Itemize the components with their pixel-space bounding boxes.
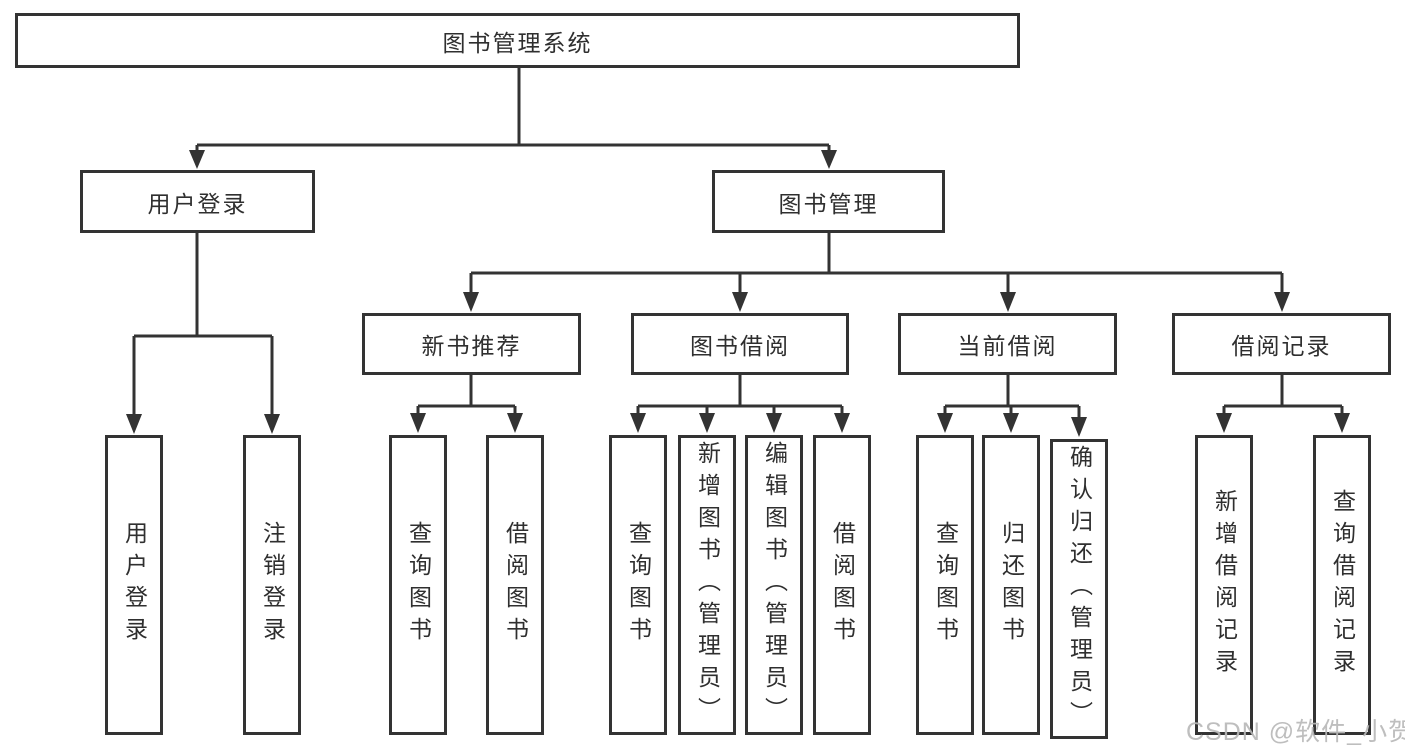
node-leaf-confirm-return-admin: 确认归还（管理员）	[1050, 439, 1108, 739]
arrow-down-icon	[1334, 413, 1350, 433]
node-library-management-system: 图书管理系统	[15, 13, 1020, 68]
arrow-down-icon	[507, 413, 523, 433]
arrow-down-icon	[1003, 413, 1019, 433]
leaf-label: 注销登录	[259, 521, 286, 649]
leaf-label: 查询图书	[932, 521, 959, 649]
node-leaf-logout: 注销登录	[243, 435, 301, 735]
node-book-borrowing: 图书借阅	[631, 313, 849, 375]
node-leaf-query-books-current: 查询图书	[916, 435, 974, 735]
node-leaf-return-books: 归还图书	[982, 435, 1040, 735]
arrow-down-icon	[732, 292, 748, 312]
arrow-down-icon	[699, 413, 715, 433]
leaf-label: 查询借阅记录	[1329, 489, 1356, 681]
leaf-label: 查询图书	[405, 521, 432, 649]
leaf-label: 查询图书	[625, 521, 652, 649]
connector-book-borrowing-to-leaves	[630, 375, 850, 433]
leaf-label: 确认归还（管理员）	[1066, 445, 1093, 733]
arrow-down-icon	[1000, 292, 1016, 312]
leaf-label: 归还图书	[998, 521, 1025, 649]
leaf-label: 新增借阅记录	[1211, 489, 1238, 681]
arrow-down-icon	[463, 292, 479, 312]
node-user-login: 用户登录	[80, 170, 315, 233]
node-book-management: 图书管理	[712, 170, 945, 233]
node-leaf-query-books-borrowing: 查询图书	[609, 435, 667, 735]
arrow-down-icon	[821, 150, 837, 169]
node-leaf-borrow-books-recommend: 借阅图书	[486, 435, 544, 735]
node-leaf-add-books-admin: 新增图书（管理员）	[678, 435, 736, 735]
arrow-down-icon	[630, 413, 646, 433]
leaf-label: 新增图书（管理员）	[694, 441, 721, 729]
node-new-book-recommendation: 新书推荐	[362, 313, 581, 375]
node-leaf-query-borrow-record: 查询借阅记录	[1313, 435, 1371, 735]
connector-root-to-level2	[189, 68, 837, 169]
csdn-watermark: CSDN @软件_小贺同学	[1186, 718, 1405, 746]
arrow-down-icon	[937, 413, 953, 433]
arrow-down-icon	[1071, 417, 1087, 437]
connector-new-book-recommendation-to-leaves	[410, 375, 523, 433]
node-borrowing-records: 借阅记录	[1172, 313, 1391, 375]
node-leaf-edit-books-admin: 编辑图书（管理员）	[745, 435, 803, 735]
leaf-label: 借阅图书	[502, 521, 529, 649]
arrow-down-icon	[766, 413, 782, 433]
connector-borrowing-records-to-leaves	[1216, 375, 1350, 433]
arrow-down-icon	[189, 150, 205, 169]
arrow-down-icon	[1216, 413, 1232, 433]
leaf-label: 编辑图书（管理员）	[761, 441, 788, 729]
arrow-down-icon	[1274, 292, 1290, 312]
connector-book-management-to-level3	[463, 233, 1290, 312]
node-leaf-query-books-recommend: 查询图书	[389, 435, 447, 735]
arrow-down-icon	[126, 414, 142, 434]
node-leaf-user-login: 用户登录	[105, 435, 163, 735]
arrow-down-icon	[834, 413, 850, 433]
leaf-label: 借阅图书	[829, 521, 856, 649]
leaf-label: 用户登录	[121, 521, 148, 649]
node-leaf-add-borrow-record: 新增借阅记录	[1195, 435, 1253, 735]
arrow-down-icon	[264, 414, 280, 434]
connector-current-borrowing-to-leaves	[937, 375, 1087, 437]
arrow-down-icon	[410, 413, 426, 433]
node-current-borrowing: 当前借阅	[898, 313, 1117, 375]
connector-user-login-to-leaves	[126, 233, 280, 434]
node-leaf-borrow-books-borrowing: 借阅图书	[813, 435, 871, 735]
